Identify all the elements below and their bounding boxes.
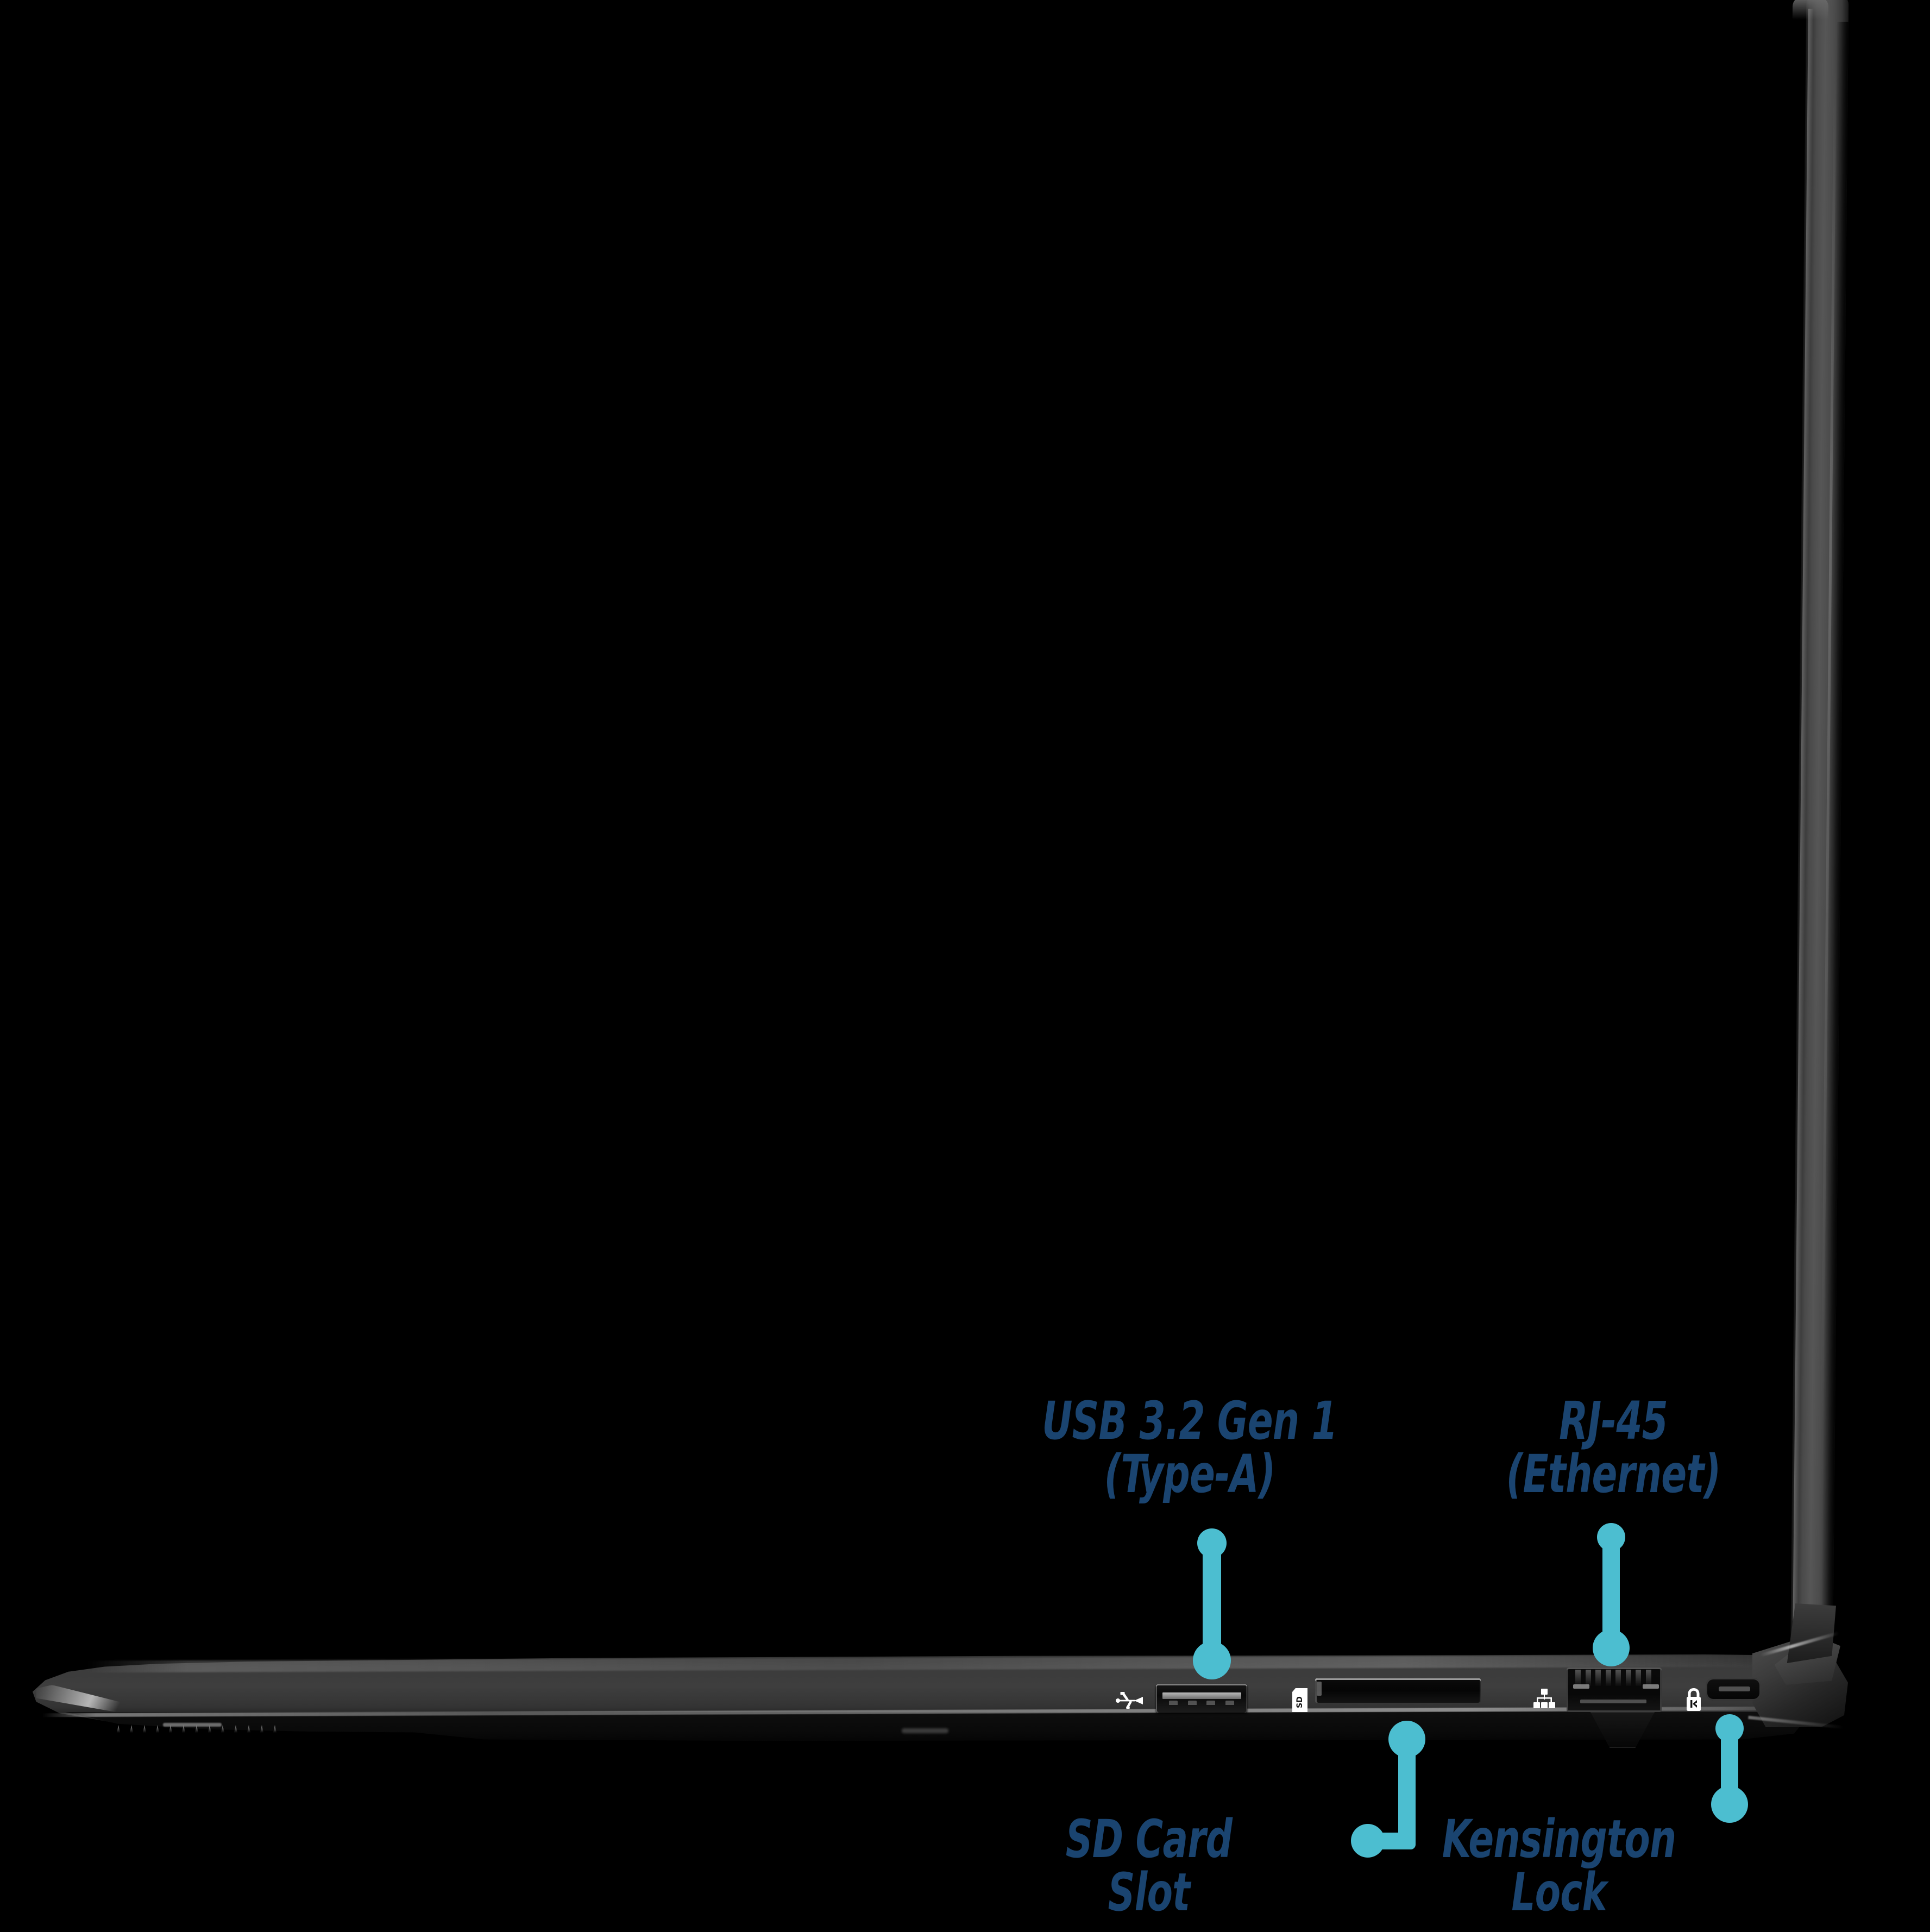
rubber-foot-middle (902, 1728, 948, 1733)
rj45-lower-bar (1580, 1700, 1646, 1703)
speaker-vents (117, 1725, 307, 1733)
rj45-callout-line1: RJ-45 (1559, 1390, 1668, 1451)
kensington-connector-dot-bottom (1711, 1786, 1748, 1823)
network-icon (1533, 1689, 1555, 1708)
rj45-connector-dot-bottom (1593, 1629, 1630, 1666)
lock-icon (1687, 1688, 1701, 1711)
sd-card-slot (1315, 1678, 1481, 1703)
rj45-contacts (1575, 1670, 1651, 1686)
rj45-led-right (1643, 1684, 1659, 1689)
sd-connector-dot-top (1388, 1721, 1425, 1758)
kensington-slot-bar (1719, 1686, 1750, 1691)
usb-connector-line (1203, 1541, 1221, 1661)
usb-trident-icon (1116, 1692, 1143, 1709)
rubber-foot-left (163, 1723, 222, 1727)
usb-port-pins (1169, 1701, 1234, 1705)
rj45-ethernet-port (1567, 1667, 1662, 1712)
usb-callout-line1: USB 3.2 Gen 1 (1042, 1390, 1337, 1451)
svg-text:SD: SD (1296, 1696, 1304, 1708)
kensington-callout-label: Kensington Lock (1320, 1813, 1798, 1920)
sd-card-icon: SD (1292, 1688, 1307, 1712)
usb-port-tongue (1162, 1692, 1241, 1699)
hinge-facet-rear (1787, 1603, 1836, 1663)
usb-callout-label: USB 3.2 Gen 1 (Type-A) (929, 1390, 1450, 1505)
rj45-callout-label: RJ-45 (Ethernet) (1418, 1390, 1809, 1505)
sd-callout-line2: Slot (1108, 1861, 1191, 1923)
sd-callout-label: SD Card Slot (969, 1813, 1329, 1920)
kensington-callout-line1: Kensington (1442, 1809, 1676, 1870)
sd-callout-line1: SD Card (1065, 1809, 1233, 1870)
rj45-callout-line2: (Ethernet) (1506, 1443, 1721, 1505)
usb-callout-line2: (Type-A) (1104, 1443, 1276, 1505)
usb-connector-dot-bottom (1193, 1641, 1231, 1679)
sd-slot-notch (1317, 1682, 1322, 1696)
kensington-callout-line2: Lock (1511, 1861, 1607, 1923)
rj45-led-left (1573, 1684, 1589, 1689)
